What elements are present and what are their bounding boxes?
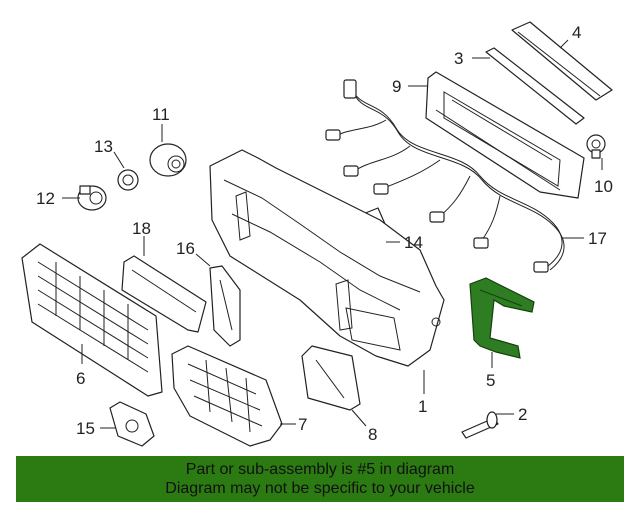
part-3-strip [485,47,585,125]
callout-12: 12 [36,189,55,208]
part-17-harness [325,79,565,273]
part-12-sensor [77,185,107,211]
notice-banner: Part or sub-assembly is #5 in diagram Di… [16,456,624,502]
part-2-pin [461,411,499,439]
callout-7: 7 [298,415,307,434]
part-11-sensor [149,143,187,177]
callout-10: 10 [594,177,613,196]
callout-labels: 4 3 9 10 11 13 12 14 17 18 16 5 6 1 2 15… [36,23,613,444]
callout-13: 13 [94,137,113,156]
callout-2: 2 [518,405,527,424]
part-7-lower-grille [171,345,283,447]
part-5-bracket [469,277,535,359]
callout-5: 5 [486,371,495,390]
callout-3: 3 [454,49,463,68]
part-4-strip [511,21,613,101]
part-10-clip [586,134,606,159]
callout-11: 11 [152,105,170,124]
callout-16: 16 [176,239,195,258]
part-13-ring [117,169,139,191]
parts-diagram: 4 3 9 10 11 13 12 14 17 18 16 5 6 1 2 15… [21,21,613,447]
callout-14: 14 [404,233,423,252]
part-1-bumper [209,149,445,367]
callout-17: 17 [588,229,607,248]
callout-8: 8 [368,425,377,444]
part-8-panel [301,345,361,411]
part-6-grille [21,243,163,397]
part-16-bracket [209,265,241,347]
callout-15: 15 [76,419,95,438]
part-9-frame [425,71,585,199]
callout-18: 18 [132,219,151,238]
part-15-bracket [109,401,155,447]
callout-6: 6 [76,369,85,388]
part-18-plate [121,255,207,333]
banner-line-1: Part or sub-assembly is #5 in diagram [185,461,455,478]
callout-4: 4 [572,23,581,42]
callout-9: 9 [392,77,401,96]
callout-1: 1 [418,397,427,416]
leader-lines [62,39,603,429]
banner-line-2: Diagram may not be specific to your vehi… [165,480,475,497]
